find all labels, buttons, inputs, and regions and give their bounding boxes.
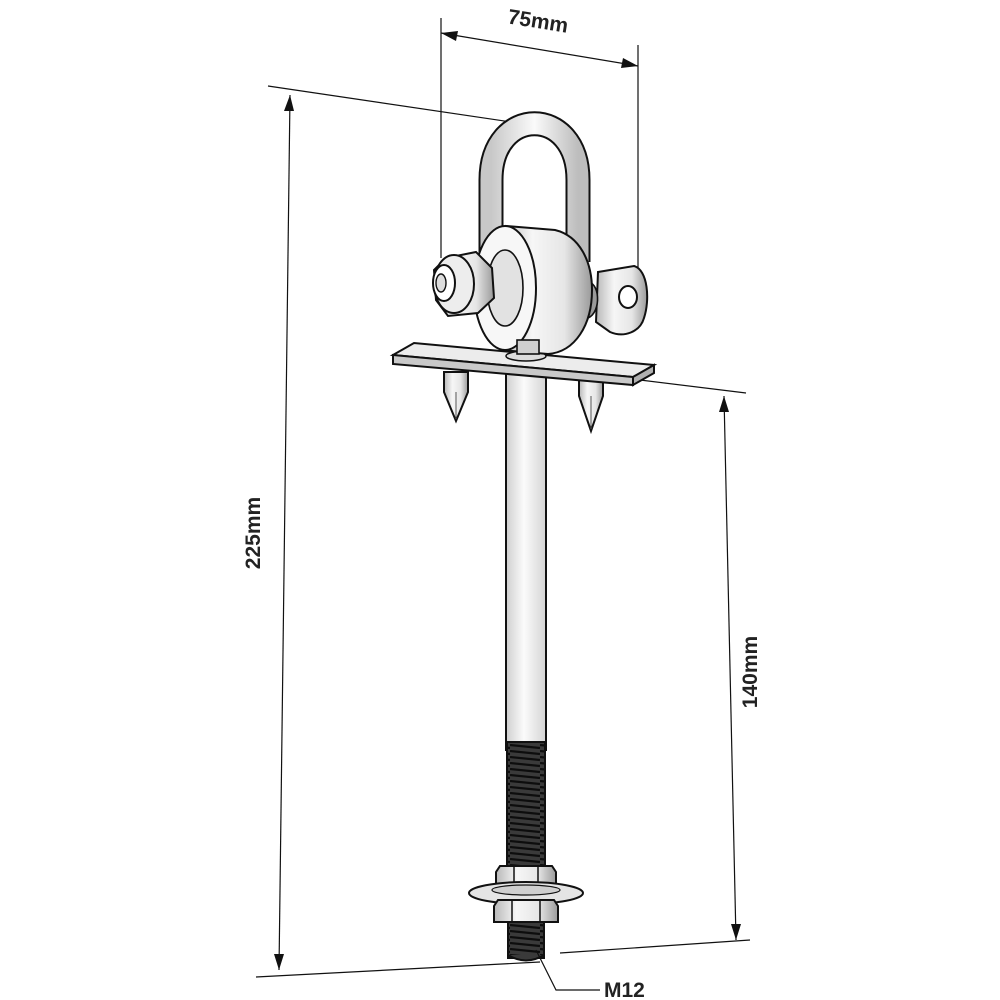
plate-spike-left bbox=[443, 371, 469, 424]
threaded-section bbox=[506, 741, 546, 962]
thread-label: M12 bbox=[604, 979, 645, 1000]
width-label: 75mm bbox=[506, 5, 570, 37]
dimension-height: 225mm bbox=[242, 85, 541, 978]
nut-washer-assembly bbox=[468, 865, 584, 923]
d-shackle bbox=[478, 111, 591, 270]
embed-label: 140mm bbox=[739, 636, 762, 708]
base-plate bbox=[389, 341, 658, 387]
thread-callout: M12 bbox=[535, 949, 645, 1000]
hex-bolt-head bbox=[432, 250, 496, 318]
swivel-body bbox=[473, 224, 594, 356]
shackle-lug bbox=[585, 264, 649, 336]
plate-spike-right bbox=[578, 377, 604, 435]
anchor-rod bbox=[505, 359, 547, 751]
height-label: 225mm bbox=[242, 497, 265, 569]
dimension-embed: 140mm bbox=[559, 379, 762, 954]
